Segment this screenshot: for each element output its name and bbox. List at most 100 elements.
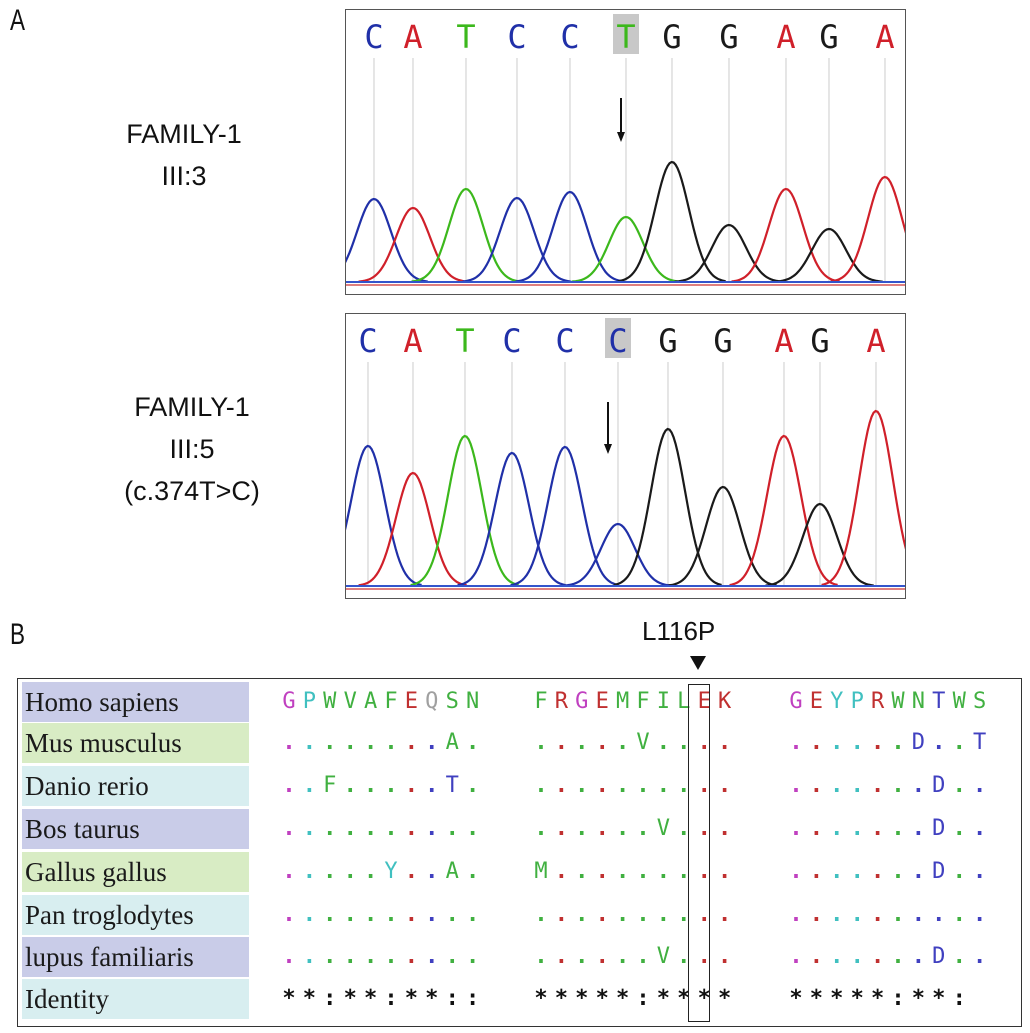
residue: . xyxy=(575,944,589,969)
base-call-letter: G xyxy=(713,322,732,360)
variant-base-highlight xyxy=(613,14,639,54)
residue: . xyxy=(534,773,548,798)
residue: . xyxy=(425,730,439,755)
base-call-letter: G xyxy=(719,18,738,56)
species-label: Danio rerio xyxy=(22,766,249,806)
residue: D xyxy=(932,816,946,841)
panel-a-label: A xyxy=(10,4,26,37)
residue: . xyxy=(323,859,337,884)
residue: * xyxy=(789,986,803,1011)
residue: . xyxy=(575,730,589,755)
sample-label-family1-iii3: FAMILY-1 III:3 xyxy=(74,113,294,197)
residue: . xyxy=(891,816,905,841)
residue: . xyxy=(830,773,844,798)
residue: . xyxy=(677,730,691,755)
residue: . xyxy=(575,902,589,927)
residue: . xyxy=(363,902,378,927)
trace-peak xyxy=(563,522,672,587)
residue: . xyxy=(465,902,480,927)
residue: . xyxy=(850,902,864,927)
residue: * xyxy=(554,986,569,1011)
residue: F xyxy=(636,689,650,714)
base-call-letter: G xyxy=(810,322,829,360)
residue: * xyxy=(282,986,296,1011)
residue: . xyxy=(595,773,609,798)
residue: S xyxy=(445,689,459,714)
residue: . xyxy=(534,902,548,927)
residue: : xyxy=(636,986,650,1011)
residue: . xyxy=(911,816,926,841)
species-label: lupus familiaris xyxy=(22,937,249,977)
residue: . xyxy=(302,902,317,927)
base-call-letter: G xyxy=(658,322,677,360)
residue: . xyxy=(554,773,569,798)
trace-peak xyxy=(774,227,883,283)
residue: A xyxy=(445,730,459,755)
residue: . xyxy=(697,730,711,755)
residue: . xyxy=(952,730,966,755)
residue: . xyxy=(891,773,905,798)
residue: : xyxy=(384,986,398,1011)
trace-peak xyxy=(515,190,624,283)
residue: * xyxy=(343,986,357,1011)
residue: E xyxy=(809,689,824,714)
residue: . xyxy=(575,859,589,884)
base-call-letter: A xyxy=(776,18,795,56)
residue: . xyxy=(717,944,732,969)
residue: . xyxy=(972,944,987,969)
residue: . xyxy=(789,859,803,884)
residue: D xyxy=(932,773,946,798)
residue: . xyxy=(384,773,398,798)
residue: . xyxy=(445,816,459,841)
residue: . xyxy=(952,902,966,927)
mutation-position-highlight xyxy=(688,684,710,1022)
residue: . xyxy=(972,816,987,841)
residue: . xyxy=(697,902,711,927)
residue: * xyxy=(697,986,711,1011)
trace-peak xyxy=(457,451,566,587)
residue: . xyxy=(282,859,296,884)
residue: . xyxy=(425,859,439,884)
residue: . xyxy=(656,730,671,755)
residue: . xyxy=(789,902,803,927)
residue: . xyxy=(911,944,926,969)
residue: * xyxy=(425,986,439,1011)
base-call-letter: A xyxy=(774,322,793,360)
residue: . xyxy=(363,816,378,841)
residue: . xyxy=(282,730,296,755)
residue: * xyxy=(850,986,864,1011)
residue: E xyxy=(697,689,711,714)
residue: . xyxy=(789,773,803,798)
residue: N xyxy=(911,689,926,714)
residue: G xyxy=(575,689,589,714)
residue: V xyxy=(636,730,650,755)
residue: . xyxy=(323,944,337,969)
residue: . xyxy=(830,730,844,755)
residue: : xyxy=(465,986,480,1011)
residue: . xyxy=(809,773,824,798)
residue: Q xyxy=(425,689,439,714)
residue: . xyxy=(302,859,317,884)
residue: . xyxy=(615,944,630,969)
residue: . xyxy=(595,902,609,927)
residue: F xyxy=(323,773,337,798)
residue: . xyxy=(952,773,966,798)
residue: . xyxy=(282,902,296,927)
residue: S xyxy=(972,689,987,714)
residue: . xyxy=(830,859,844,884)
residue: R xyxy=(870,689,885,714)
residue: . xyxy=(343,730,357,755)
residue: . xyxy=(717,773,732,798)
residue: . xyxy=(554,902,569,927)
residue: . xyxy=(697,816,711,841)
trace-peak xyxy=(346,197,428,283)
residue: . xyxy=(404,730,419,755)
residue: . xyxy=(323,730,337,755)
base-call-letter: G xyxy=(662,18,681,56)
residue: * xyxy=(717,986,732,1011)
residue: . xyxy=(595,730,609,755)
residue: * xyxy=(595,986,609,1011)
